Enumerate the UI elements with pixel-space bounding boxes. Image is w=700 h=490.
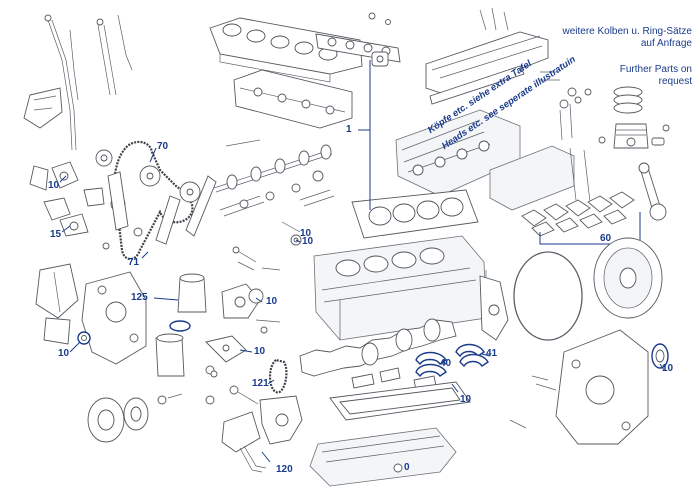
crank-pulley <box>87 397 149 443</box>
intake-manifold <box>209 17 363 83</box>
callout-10-crank-seal: 10 <box>58 348 70 359</box>
water-pump-pulley-left <box>35 263 79 319</box>
oil-filter-housing <box>221 283 264 319</box>
cylinder-head-left <box>395 109 521 197</box>
callout-10-front-seal: 10 <box>48 180 60 191</box>
callout-60: 60 <box>600 233 612 244</box>
callout-1: 1 <box>346 124 352 135</box>
crank-front-seal <box>43 317 91 345</box>
cylinder-head-right <box>489 96 591 211</box>
crankshaft <box>299 318 457 377</box>
chain-guides <box>107 171 217 245</box>
callout-121: 121 <box>252 378 269 389</box>
valve-cover-left <box>233 69 353 129</box>
rear-cover <box>555 329 649 445</box>
bracket-60 <box>539 212 641 245</box>
main-bearing-caps <box>521 191 635 237</box>
flywheel <box>593 237 663 319</box>
main-bearing-set-41 <box>455 343 489 368</box>
connecting-rod <box>638 162 667 221</box>
head-gasket <box>351 189 479 239</box>
rod-bearing-set-40 <box>415 351 447 378</box>
callout-125: 125 <box>131 292 148 303</box>
callout-40: 40 <box>440 358 452 369</box>
callout-120: 120 <box>276 464 293 475</box>
oil-pickup <box>221 411 267 473</box>
small-fittings-top <box>368 7 592 97</box>
filter-housing-parts <box>205 335 247 375</box>
callout-10-filter-housing: 10 <box>266 296 278 307</box>
camshaft <box>213 144 333 193</box>
callout-70: 70 <box>157 141 169 152</box>
leader-lines <box>59 60 665 463</box>
piston <box>598 123 670 149</box>
engine-mount-bracket <box>23 87 63 129</box>
oil-pan <box>309 427 457 487</box>
intake-gasket <box>315 33 401 67</box>
oil-filter <box>155 273 207 377</box>
piston-rings <box>613 86 643 114</box>
callout-10-housing-seal: 10 <box>254 346 266 357</box>
further-parts-note-en: Further Parts on request <box>619 64 692 87</box>
oil-pump <box>229 385 303 445</box>
sensors-bolts <box>232 246 281 334</box>
callout-10-block-side: 10 <box>300 228 312 239</box>
callout-10-oil-pan: 10 <box>460 394 472 405</box>
callout-41: 41 <box>486 348 498 359</box>
engine-block <box>313 235 487 341</box>
callout-15: 15 <box>50 229 62 240</box>
oil-pump-chain <box>268 358 288 394</box>
rear-main-seal-ring <box>513 251 583 341</box>
pistons-note-de: weitere Kolben u. Ring-Sätze auf Anfrage <box>562 26 692 49</box>
timing-chain <box>113 140 194 261</box>
oil-pan-gasket <box>329 381 471 421</box>
callout-0: 0 <box>404 462 410 473</box>
drain-plug <box>393 463 403 473</box>
callout-10-rear-seal: 10 <box>662 363 674 374</box>
tensioner-parts <box>43 187 105 237</box>
pulley-bolts <box>157 393 183 405</box>
rocker-arms <box>219 139 335 217</box>
rear-crank-seal <box>651 343 669 369</box>
misc-small-parts <box>102 221 557 429</box>
timing-cover <box>81 271 147 365</box>
valve-cover-right <box>425 31 549 105</box>
front-seal-housing <box>29 161 79 191</box>
callout-71: 71 <box>128 257 140 268</box>
dipstick-tubes <box>44 14 133 151</box>
callout-10-block-plug: 10 <box>302 236 314 247</box>
rear-engine-plate <box>479 275 509 341</box>
